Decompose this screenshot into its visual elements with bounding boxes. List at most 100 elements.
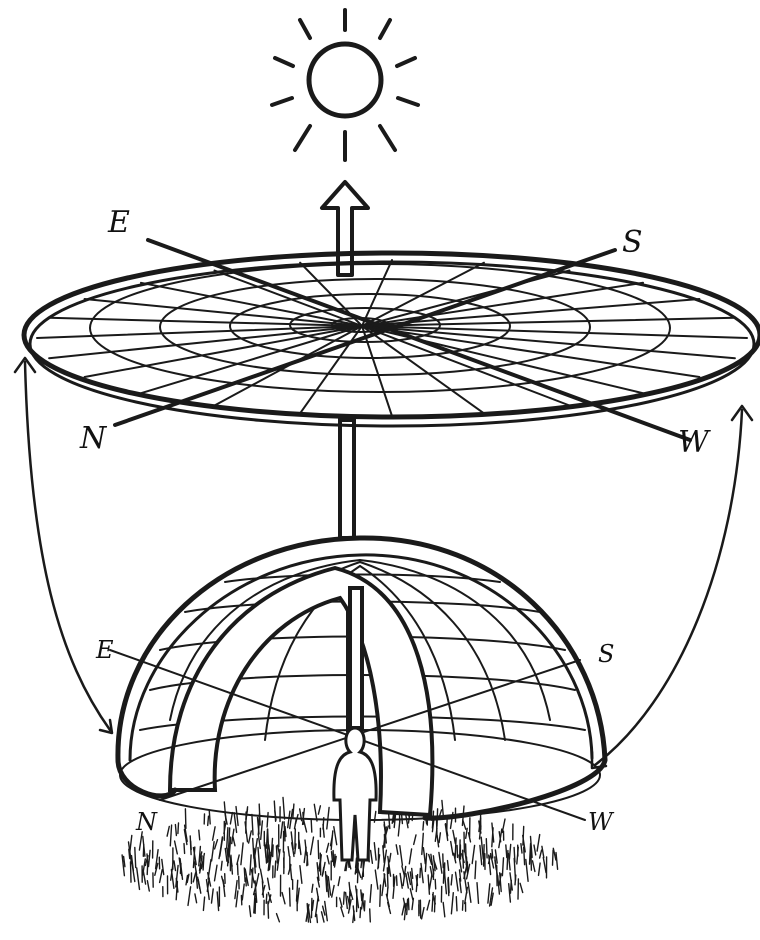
grass-stroke <box>241 843 243 865</box>
dome-label-east: E <box>95 636 114 664</box>
grass-stroke <box>477 883 479 904</box>
grass-stroke <box>531 849 532 870</box>
grass-stroke <box>325 901 328 920</box>
grass-stroke <box>258 847 260 868</box>
grass-stroke <box>175 841 178 854</box>
projection-arrow-left <box>15 358 112 733</box>
grass-stroke <box>261 821 263 840</box>
grass-stroke <box>360 907 361 917</box>
grass-stroke <box>242 884 244 900</box>
grass-stroke <box>258 834 260 848</box>
grass-stroke <box>400 846 403 866</box>
grass-stroke <box>380 885 381 906</box>
grass-stroke <box>451 893 453 914</box>
grass-stroke <box>410 889 413 900</box>
grass-stroke <box>252 815 253 835</box>
grass-stroke <box>132 856 134 871</box>
grass-stroke <box>371 851 373 864</box>
grass-stroke <box>443 903 445 917</box>
grass-stroke <box>191 841 192 849</box>
grass-stroke <box>185 809 186 829</box>
grass-stroke <box>542 846 544 857</box>
grass-stroke <box>451 842 453 856</box>
grass-stroke <box>414 835 416 845</box>
grass-stroke <box>412 868 413 878</box>
grass-stroke <box>208 816 209 825</box>
grass-stroke <box>331 831 333 850</box>
dome-label-west: W <box>588 808 615 836</box>
grass-stroke <box>463 820 466 829</box>
grass-stroke <box>323 906 325 915</box>
grass-stroke <box>288 847 289 856</box>
grass-stroke <box>268 878 270 889</box>
grass-stroke <box>256 874 259 886</box>
grass-stroke <box>186 876 188 885</box>
disk-spoke <box>362 326 392 416</box>
grass-stroke <box>448 861 449 871</box>
grass-stroke <box>317 914 318 922</box>
grass-stroke <box>422 908 424 919</box>
grass-stroke <box>397 876 398 886</box>
grass-stroke <box>364 901 365 911</box>
grass-stroke <box>236 807 238 826</box>
grass-stroke <box>390 853 391 861</box>
grass-stroke <box>212 842 215 861</box>
grass-stroke <box>396 845 398 855</box>
grass-stroke <box>387 868 388 888</box>
disk-spoke <box>141 283 362 326</box>
grass-stroke <box>428 875 429 894</box>
sun-icon <box>272 10 418 160</box>
grass-stroke <box>213 827 216 840</box>
grass-stroke <box>174 861 176 871</box>
grass-stroke <box>215 865 218 881</box>
grass-stroke <box>131 862 132 882</box>
grass-stroke <box>520 883 523 892</box>
grass-stroke <box>370 909 371 922</box>
grass-stroke <box>311 837 314 854</box>
grass-stroke <box>170 825 171 846</box>
grass-stroke <box>375 870 378 889</box>
grass-stroke <box>463 850 464 868</box>
grass-stroke <box>353 911 354 922</box>
grass-stroke <box>221 861 222 870</box>
grass-stroke <box>291 832 293 850</box>
grass-stroke <box>327 808 329 829</box>
grass-stroke <box>167 826 169 836</box>
grass-stroke <box>539 863 541 875</box>
grass-stroke <box>178 823 179 834</box>
disk-spoke <box>362 326 484 413</box>
grass-stroke <box>244 868 245 882</box>
grass-stroke <box>423 822 424 830</box>
grass-stroke <box>217 892 218 911</box>
grass-stroke <box>300 866 302 884</box>
grass-stroke <box>215 840 218 849</box>
grass-stroke <box>521 844 522 853</box>
disk-spoke <box>362 326 570 406</box>
grass-stroke <box>443 864 444 883</box>
grass-stroke <box>318 841 319 859</box>
grass-stroke <box>475 861 476 879</box>
grass-stroke <box>346 892 348 908</box>
projection-arrow-right <box>592 406 752 768</box>
grass-stroke <box>439 833 440 843</box>
grass-stroke <box>259 804 260 825</box>
grass-stroke <box>311 820 312 832</box>
grass-stroke <box>472 845 474 863</box>
grass-stroke <box>212 889 214 903</box>
grass-stroke <box>282 893 285 904</box>
grass-stroke <box>427 900 430 910</box>
grass-stroke <box>437 818 438 837</box>
grass-stroke <box>262 881 263 897</box>
grass-stroke <box>340 898 342 907</box>
grass-stroke <box>236 891 238 907</box>
grass-stroke <box>209 811 210 824</box>
grass-stroke <box>480 845 482 864</box>
grass-stroke <box>334 827 337 845</box>
disk-label-east: E <box>107 205 130 240</box>
sky-disk <box>24 253 760 426</box>
grass-stroke <box>304 820 307 832</box>
grass-stroke <box>488 884 490 903</box>
grass-stroke <box>439 852 442 873</box>
grass-stroke <box>249 906 250 917</box>
